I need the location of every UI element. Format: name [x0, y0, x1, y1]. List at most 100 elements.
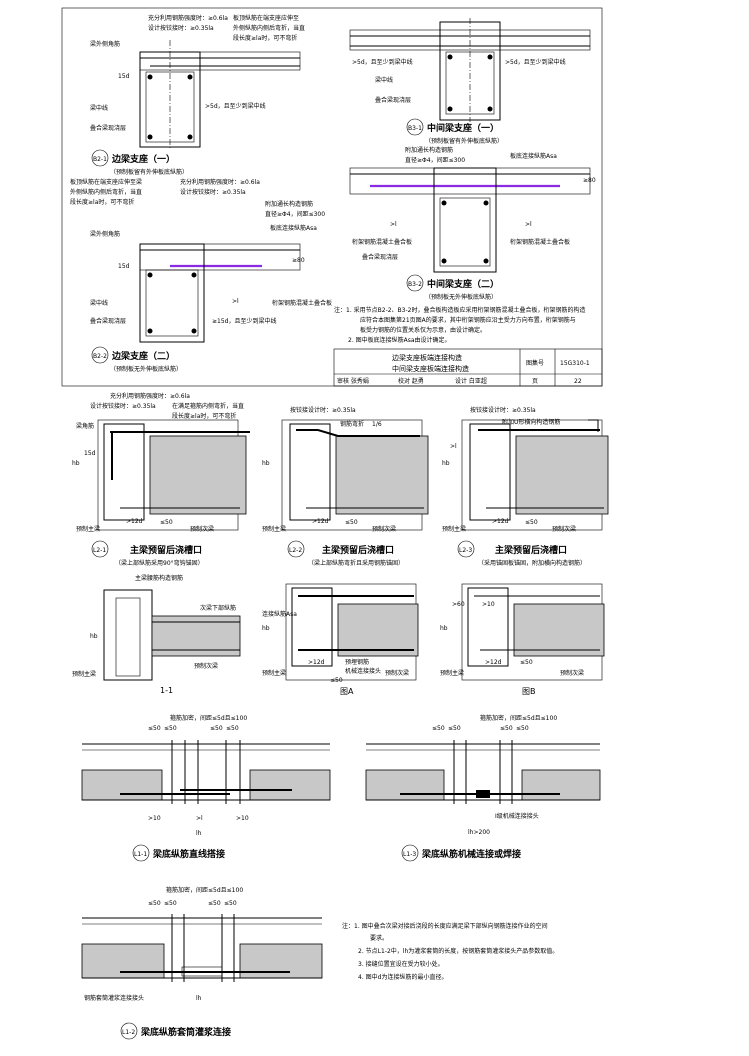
b3-2-detail: 附加通长构造钢筋 直径≥Φ4，间距≤300 板底连接纵筋Asa ≥80 >l >…: [349, 146, 596, 301]
b2-2-title: 边梁支座（二）: [111, 350, 175, 362]
b2-2-bar: [147, 328, 153, 334]
b2-1-label-corner: 梁外侧角筋: [90, 40, 120, 48]
b3-1-bar: [447, 106, 453, 112]
l1-2-detail: 箍筋加密，间距≤5d且≤100 ≤50 ≤50 ≤50 ≤50 钢筋套筒灌浆连接…: [81, 886, 323, 1040]
b2-1-detail: 充分利用钢筋强度时：≥0.6la 设计按铰接时：≥0.35la 板顶纵筋在端支座…: [90, 14, 305, 176]
l2-2-note3: 1/6: [372, 421, 382, 428]
figa-dim-12d: >12d: [308, 659, 325, 666]
b2-1-dim-5d: >5d，且至少到梁中线: [205, 102, 266, 110]
figb-dim-60: >60: [452, 601, 465, 608]
b2-1-label-cast: 叠合梁现浇层: [90, 124, 126, 132]
fig-a: 连接纵筋Asa hb >12d 预埋钢筋 机械连接接头 ≤50 预制主梁 预制次…: [262, 583, 419, 696]
l1-1-detail: 箍筋加密，间距≤5d且≤100 ≤50 ≤50 ≤50 ≤50 >10 >l >…: [81, 714, 331, 862]
l2-1-title: 主梁预留后浇槽口: [130, 544, 202, 556]
b2-1-tag: B2-1: [93, 156, 107, 163]
b2-1-label-mid: 梁中线: [90, 104, 108, 112]
top-note-1: 注：1. 采用节点B2-2、B3-2时，叠合板构造板应采用桁架钢筋混凝土叠合板，…: [334, 306, 585, 314]
sec11-secondary-beam: [151, 615, 241, 657]
figa-title: 图A: [340, 687, 354, 696]
b2-2-tag: B2-2: [93, 353, 107, 360]
figa-label-sec: 预制次梁: [385, 669, 409, 677]
l2-1-label-main: 预制主梁: [76, 525, 100, 533]
l1-1-dim-l: >l: [196, 815, 203, 822]
title-block-atlas-no: 15G310-1: [560, 360, 590, 367]
l2-2-dim-12d: >12d: [312, 518, 329, 525]
l2-1-note1: 充分利用钢筋强度时：≥0.6la: [110, 392, 190, 400]
l2-3-label-main: 预制主梁: [442, 525, 466, 533]
l2-2-tag-circle: [287, 540, 305, 558]
b2-1-note2: 设计按铰接时：≥0.35la: [148, 24, 214, 32]
top-note-2: 2. 图中板底连接纵筋Asa由设计确定。: [348, 336, 451, 344]
l1-2-title: 梁底纵筋套筒灌浆连接: [140, 1026, 231, 1038]
b3-1-bar: [487, 106, 493, 112]
b2-2-bar: [191, 272, 197, 278]
b3-2-note1: 附加通长构造钢筋: [405, 146, 453, 154]
l1-3-dim-50a: ≤50: [432, 725, 445, 732]
l2-2-detail: 按铰接设计时：≥0.35la 钢筋弯折 1/6 hb >12d ≤50 预制主梁…: [262, 406, 429, 567]
figa-label-mech: 机械连接接头: [345, 667, 381, 675]
b2-2-subtitle: （预制板无外伸板底纵筋）: [110, 365, 182, 373]
figb-dim-hb: hb: [440, 625, 448, 632]
title-block-design: 设计 白亚超: [455, 377, 487, 385]
l2-1-label-corner: 梁角筋: [76, 422, 94, 430]
l1-section: 箍筋加密，间距≤5d且≤100 ≤50 ≤50 ≤50 ≤50 >10 >l >…: [81, 714, 601, 1040]
l2-3-label-sec: 预制次梁: [552, 525, 576, 533]
bottom-notes: 注：1. 图中叠合次梁对接后浇段的长度应满足梁下部纵向钢筋连接作业的空间 要求。…: [342, 922, 558, 981]
figb-label-main: 预制主梁: [440, 669, 464, 677]
b3-2-slab: [349, 167, 591, 195]
b3-1-bar: [447, 54, 453, 60]
bottom-note-1b: 要求。: [370, 934, 388, 942]
sec11-title: 1-1: [160, 686, 173, 695]
l2-2-label-sec: 预制次梁: [372, 525, 396, 533]
l1-3-beam-left: [365, 769, 445, 801]
l1-1-beam-left: [81, 769, 163, 801]
title-block: 边梁支座板端连接构造 中间梁支座板端连接构造 图集号 15G310-1 审核 张…: [333, 348, 603, 387]
b2-2-note2: 外侧纵筋内侧后弯折，当直: [70, 188, 142, 196]
top-note-1b: 应符合本图集第21页图A的要求，其中桁架钢筋应沿主受力方向布置，桁架钢筋与: [360, 316, 576, 324]
sec11-label-bot: 次梁下部纵筋: [200, 604, 236, 612]
l1-1-dim-50d: ≤50: [226, 725, 239, 732]
figa-secondary-beam: [337, 603, 419, 657]
b2-1-title: 边梁支座（一）: [111, 153, 175, 165]
b3-2-label-slab-l: 桁架钢筋混凝土叠合板: [352, 238, 412, 246]
b3-2-bar: [441, 258, 447, 264]
l1-3-dim-50b: ≤50: [448, 725, 461, 732]
b3-2-tag-circle: [406, 274, 424, 292]
l2-1-note4: 段长度≥la时，可不弯折: [172, 412, 236, 420]
b2-2-tag-circle: [91, 346, 109, 364]
l2-2-secondary-beam: [335, 435, 429, 515]
l1-3-dim-50d: ≤50: [516, 725, 529, 732]
l1-1-tag: L1-1: [134, 851, 147, 858]
l1-2-note: 箍筋加密，间距≤5d且≤100: [166, 886, 243, 894]
l2-3-dim-l: >l: [450, 443, 457, 450]
l2-3-note1: 按铰接设计时：≥0.35la: [470, 406, 536, 414]
b2-2-note1: 板顶纵筋在端支座应伸至梁: [70, 178, 142, 186]
l2-2-tag: L2-2: [289, 547, 302, 554]
l2-1-subtitle: （梁上部纵筋采用90°弯钩锚固）: [115, 559, 204, 567]
l2-section: 充分利用钢筋强度时：≥0.6la 设计按铰接时：≥0.35la 在满足箍筋内侧弯…: [72, 392, 609, 696]
l1-2-dim-lh: lh: [196, 995, 202, 1002]
b2-2-bar: [147, 272, 153, 278]
l1-1-dim-50b: ≤50: [164, 725, 177, 732]
figa-label-joint: 连接纵筋Asa: [262, 610, 297, 618]
title-block-atlas-label: 图集号: [526, 359, 544, 367]
l2-2-dim-hb: hb: [262, 460, 270, 467]
b2-1-note3: 板顶纵筋在端支座应伸至: [233, 14, 299, 22]
b2-2-note6: 附加通长构造钢筋: [265, 200, 313, 208]
l2-2-main-beam: [289, 423, 331, 521]
sheet-border: [61, 7, 603, 387]
b3-1-tag: B3-1: [408, 125, 422, 132]
b2-2-note3: 段长度≥la时，可不弯折: [70, 198, 134, 206]
b3-2-subtitle: （预制板无外伸板底纵筋）: [425, 293, 497, 301]
l2-3-dim-50: ≤50: [525, 519, 538, 526]
b2-1-note1: 充分利用钢筋强度时：≥0.6la: [148, 14, 228, 22]
l2-3-secondary-beam: [515, 435, 609, 515]
l1-3-title: 梁底纵筋机械连接或焊接: [421, 848, 521, 860]
l1-1-dim-10b: >10: [236, 815, 249, 822]
b2-1-bar: [187, 134, 193, 140]
b2-1-bar: [147, 134, 153, 140]
figb-dim-50: ≤50: [520, 659, 533, 666]
l2-3-title: 主梁预留后浇槽口: [495, 544, 567, 556]
l1-3-tag-circle: [401, 844, 419, 862]
